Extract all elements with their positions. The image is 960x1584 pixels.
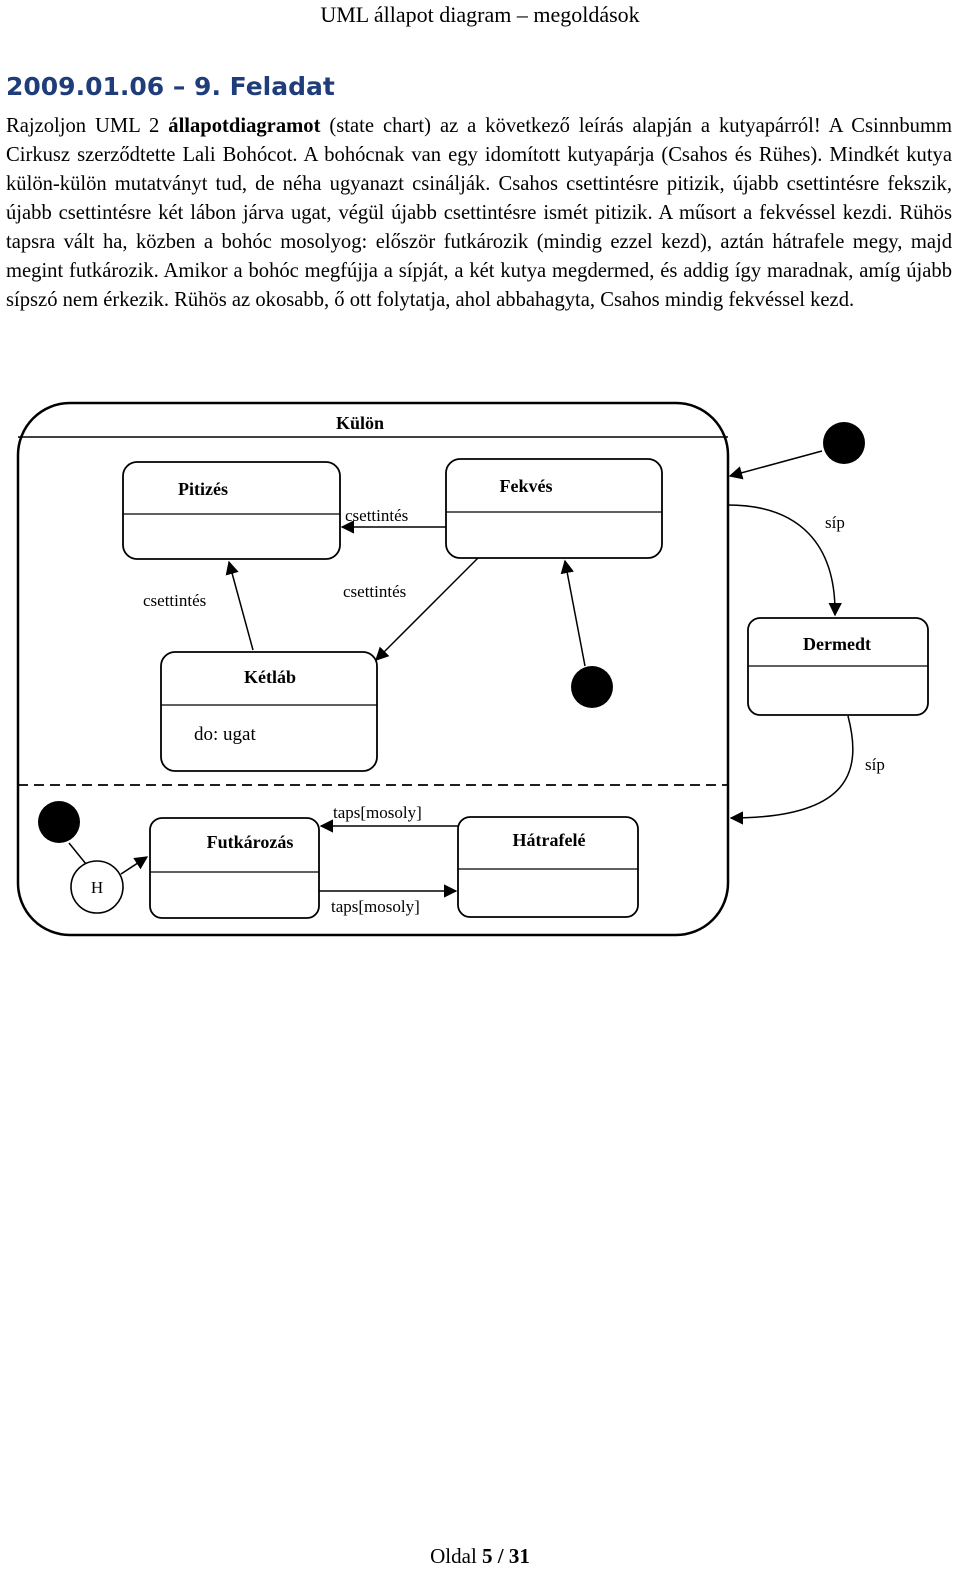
task-description: Rajzoljon UML 2 állapotdiagramot (state … [6, 112, 952, 315]
label-hatrafele-to-futkarozas: taps[mosoly] [333, 803, 422, 822]
state-fekves [445, 458, 663, 559]
transition-fekves-to-ketlab [375, 557, 479, 661]
initial-state-outer [823, 422, 865, 464]
initial-state-csahos [571, 666, 613, 708]
label-dermedt-to-kulon: síp [865, 755, 885, 774]
transition-history-to-futkarozas [120, 856, 149, 875]
state-hatrafele-label: Hátrafelé [513, 830, 586, 850]
transition-initial-to-history [68, 842, 87, 865]
page-header: UML állapot diagram – megoldások [320, 2, 640, 27]
footer-prefix: Oldal [430, 1544, 483, 1568]
page-footer: Oldal 5 / 31 [0, 1544, 960, 1569]
transition-dermedt-to-kulon [729, 715, 854, 825]
state-pitizes [122, 461, 341, 560]
history-state-label: H [91, 878, 103, 897]
task-title: 2009.01.06 – 9. Feladat [6, 72, 335, 101]
label-futkarozas-to-hatrafele: taps[mosoly] [331, 897, 420, 916]
transition-kulon-to-dermedt [727, 504, 842, 617]
state-ketlab [160, 651, 378, 772]
state-futkarozas [149, 817, 320, 919]
task-text-intro: Rajzoljon UML 2 [6, 115, 169, 137]
label-fekves-to-ketlab: csettintés [343, 582, 406, 601]
composite-state-label: Külön [336, 413, 384, 433]
state-ketlab-label: Kétláb [244, 667, 296, 687]
task-text-body: (state chart) az a következő leírás alap… [6, 115, 952, 311]
task-text-bold: állapotdiagramot [168, 115, 321, 137]
state-futkarozas-label: Futkározás [207, 832, 294, 852]
initial-state-ruhes [38, 801, 80, 843]
transition-pitizes-to-ketlab [225, 560, 254, 651]
label-pitizes-to-ketlab: csettintés [143, 591, 206, 610]
history-state [70, 860, 124, 914]
transition-initial-to-fekves [560, 559, 586, 667]
state-pitizes-label: Pitizés [178, 479, 228, 499]
state-dermedt-label: Dermedt [803, 634, 871, 654]
label-kulon-to-dermedt: síp [825, 513, 845, 532]
transition-initial-to-kulon [728, 450, 823, 480]
state-hatrafele [457, 816, 639, 918]
page-number: 5 / 31 [482, 1544, 530, 1568]
label-fekves-to-pitizes: csettintés [345, 506, 408, 525]
state-diagram: Külön Pitizés Fekvés Kétláb do: ugat Der… [16, 401, 929, 937]
state-ketlab-activity: do: ugat [194, 724, 256, 745]
state-fekves-label: Fekvés [500, 476, 553, 496]
